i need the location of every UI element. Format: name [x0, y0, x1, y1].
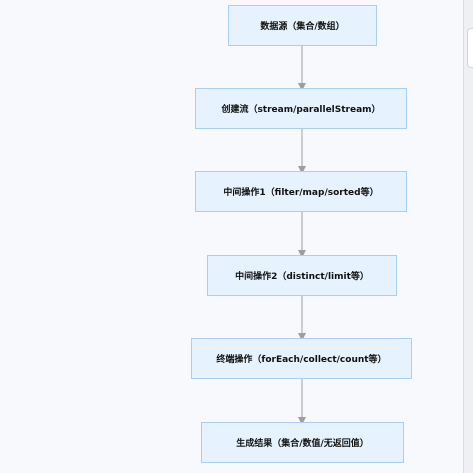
scrollbar-edge[interactable]: [463, 0, 473, 473]
node-intermediate-op-2-label: 中间操作2（distinct/limit等）: [235, 272, 369, 282]
node-data-source-label: 数据源（集合/数组）: [260, 22, 345, 32]
scrollbar-handle[interactable]: [467, 28, 473, 68]
node-result-label: 生成结果（集合/数值/无返回值）: [236, 439, 369, 449]
node-create-stream-label: 创建流（stream/parallelStream）: [221, 105, 381, 115]
node-intermediate-op-2: 中间操作2（distinct/limit等）: [207, 255, 397, 296]
node-create-stream: 创建流（stream/parallelStream）: [195, 88, 407, 129]
node-intermediate-op-1-label: 中间操作1（filter/map/sorted等）: [223, 188, 379, 198]
node-result: 生成结果（集合/数值/无返回值）: [201, 422, 404, 463]
node-terminal-op-label: 终端操作（forEach/collect/count等）: [216, 355, 387, 365]
node-terminal-op: 终端操作（forEach/collect/count等）: [191, 338, 412, 379]
node-intermediate-op-1: 中间操作1（filter/map/sorted等）: [195, 171, 407, 212]
node-data-source: 数据源（集合/数组）: [228, 5, 377, 46]
